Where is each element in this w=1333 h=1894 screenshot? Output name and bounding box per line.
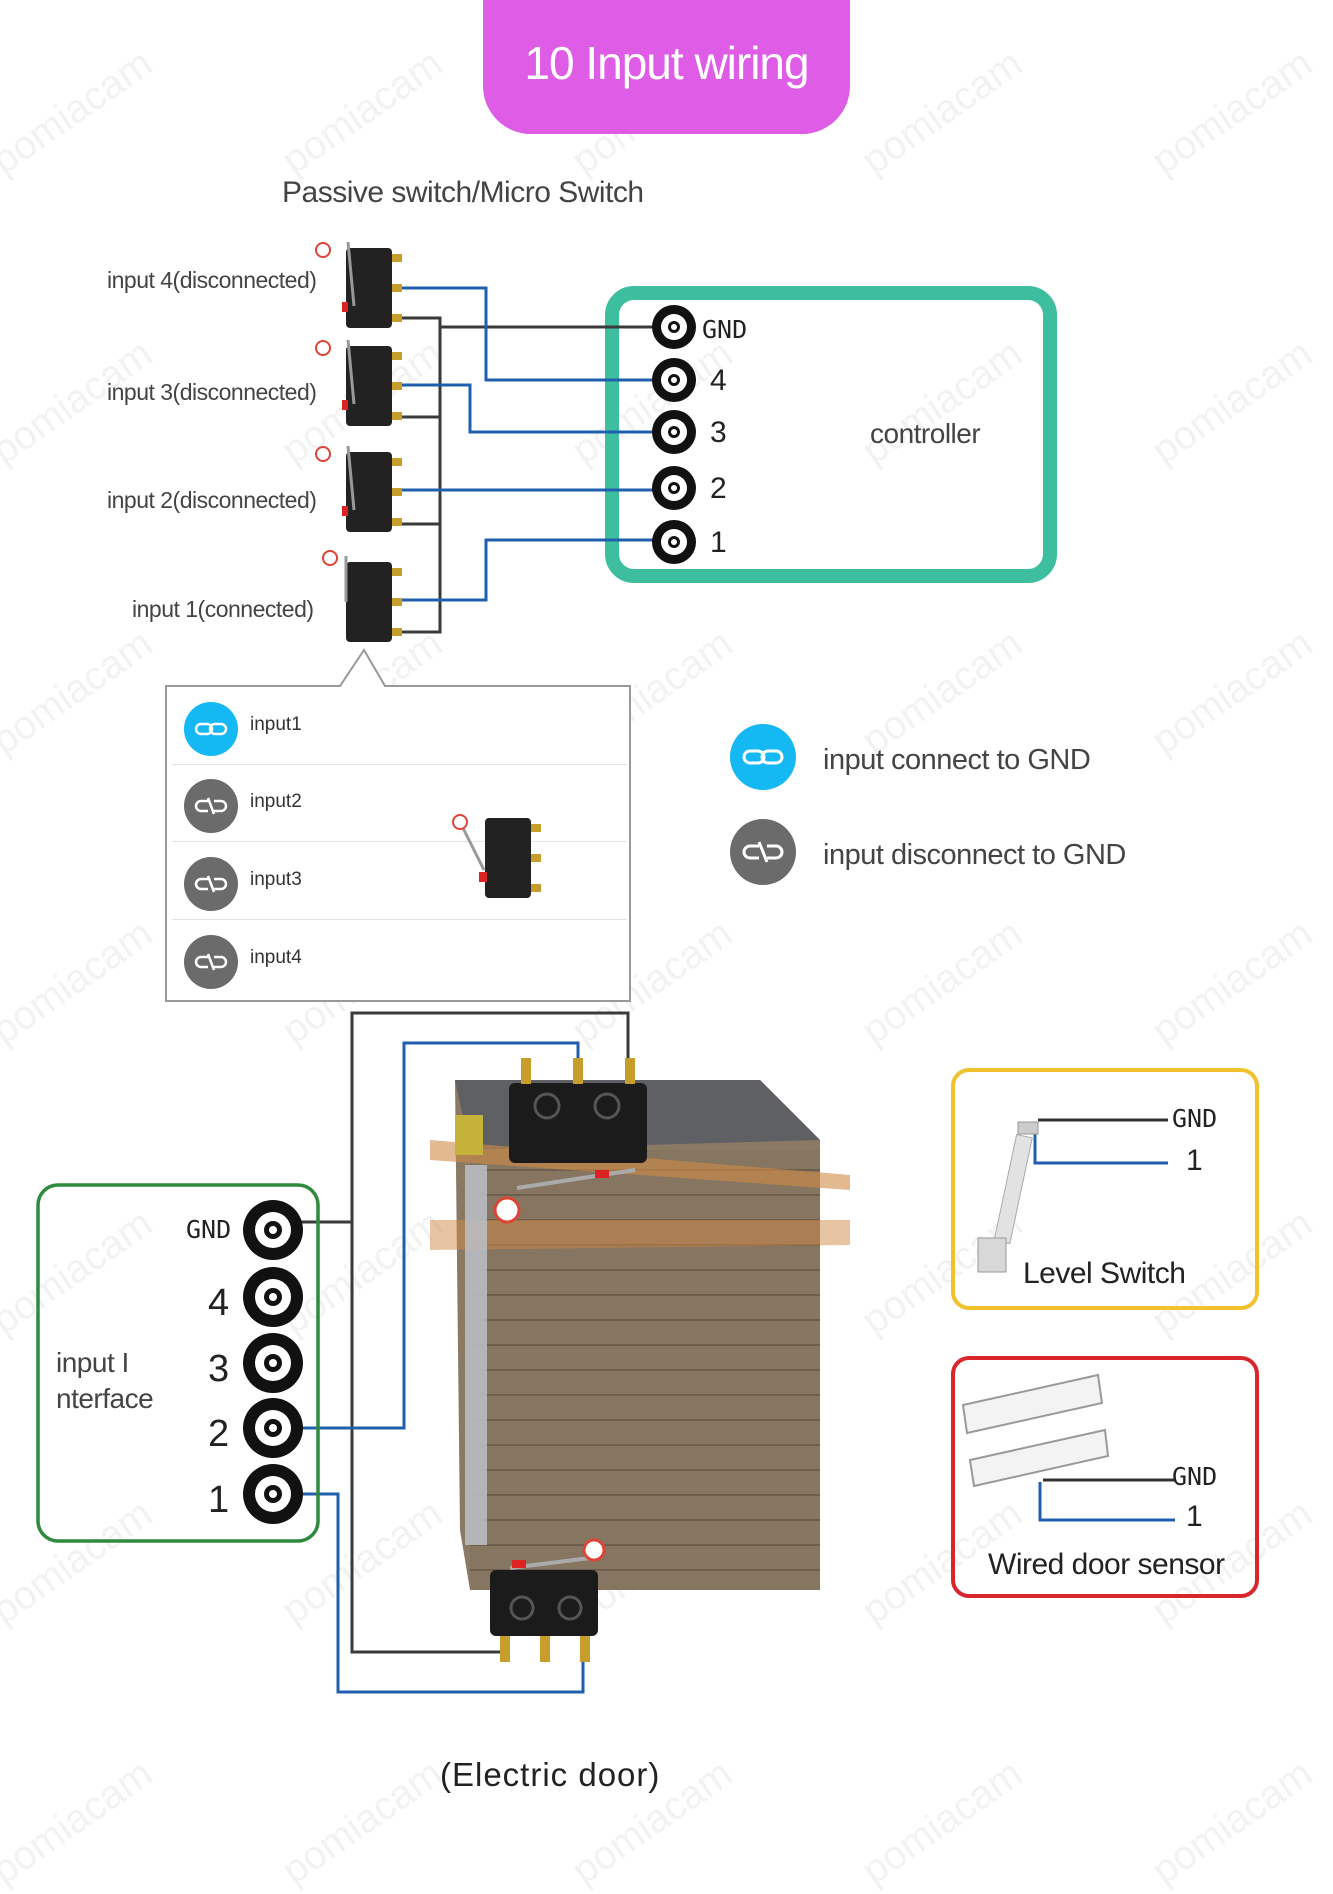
- signal-wires: [388, 286, 660, 602]
- controller-terminal-1: 1: [710, 526, 727, 559]
- door-sensor-terminal-gnd: GND: [1172, 1462, 1218, 1491]
- micro-switch-2: [315, 445, 402, 532]
- panel-row-input4[interactable]: input4: [172, 921, 627, 997]
- link-icon: [184, 702, 238, 756]
- page-title: 10 Input wiring: [483, 0, 850, 134]
- interface-label-line1: input I: [56, 1347, 129, 1378]
- panel-row-label: input2: [250, 791, 302, 812]
- micro-switch-4: [315, 241, 402, 328]
- door-top-switch: [493, 1058, 647, 1224]
- panel-row-input1[interactable]: input1: [172, 688, 627, 765]
- controller-box: [605, 286, 1057, 583]
- interface-label-line2: nterface: [56, 1383, 154, 1414]
- legend-broken-link-icon: [730, 819, 796, 885]
- legend-link-icon: [730, 724, 796, 790]
- electric-door-caption: (Electric door): [440, 1756, 661, 1793]
- panel-row-label: input4: [250, 947, 302, 968]
- interface-terminals: [243, 1200, 303, 1524]
- controller-terminals: [652, 305, 696, 564]
- broken-link-icon: [184, 779, 238, 833]
- section-subtitle: Passive switch/Micro Switch: [282, 176, 644, 209]
- door-bottom-switch: [490, 1538, 606, 1662]
- micro-switch-illustration: [452, 814, 541, 898]
- level-switch-label: Level Switch: [1023, 1257, 1186, 1290]
- panel-row-label: input3: [250, 869, 302, 890]
- legend-connected-label: input connect to GND: [823, 744, 1091, 776]
- interface-terminal-gnd: GND: [186, 1215, 232, 1244]
- door-sensor-icon: [961, 1373, 1175, 1522]
- controller-terminal-3: 3: [710, 416, 727, 449]
- broken-link-icon: [184, 857, 238, 911]
- interface-terminal-2: 2: [208, 1413, 230, 1455]
- level-switch-terminal-gnd: GND: [1172, 1104, 1218, 1133]
- interface-terminal-4: 4: [208, 1282, 230, 1324]
- level-switch-box: [951, 1068, 1259, 1310]
- broken-link-icon: [184, 935, 238, 989]
- interface-terminal-3: 3: [208, 1348, 230, 1390]
- panel-row-label: input1: [250, 714, 302, 735]
- interface-terminal-1: 1: [208, 1479, 230, 1521]
- level-switch-icon: [977, 1118, 1168, 1273]
- micro-switch-1: [322, 550, 402, 642]
- controller-terminal-gnd: GND: [702, 315, 748, 344]
- door-signal-wires: [255, 1041, 585, 1694]
- door-sensor-terminal-1: 1: [1186, 1500, 1203, 1533]
- door-sensor-box: [951, 1356, 1259, 1598]
- door-sensor-label: Wired door sensor: [988, 1548, 1225, 1581]
- controller-terminal-4: 4: [710, 364, 727, 397]
- switch-label-input2: input 2(disconnected): [107, 487, 317, 513]
- switch-label-input3: input 3(disconnected): [107, 379, 317, 405]
- panel-row-input3[interactable]: input3: [172, 843, 627, 920]
- controller-label: controller: [870, 418, 981, 449]
- level-switch-terminal-1: 1: [1186, 1144, 1203, 1177]
- input-interface-box: [36, 1183, 320, 1543]
- switch-label-input4: input 4(disconnected): [107, 267, 317, 293]
- micro-switch-3: [315, 339, 402, 426]
- panel-frame: [165, 648, 631, 1002]
- switch-label-input1: input 1(connected): [132, 596, 314, 622]
- legend-disconnected-label: input disconnect to GND: [823, 839, 1126, 871]
- controller-terminal-2: 2: [710, 472, 727, 505]
- panel-row-input2[interactable]: input2: [172, 765, 627, 842]
